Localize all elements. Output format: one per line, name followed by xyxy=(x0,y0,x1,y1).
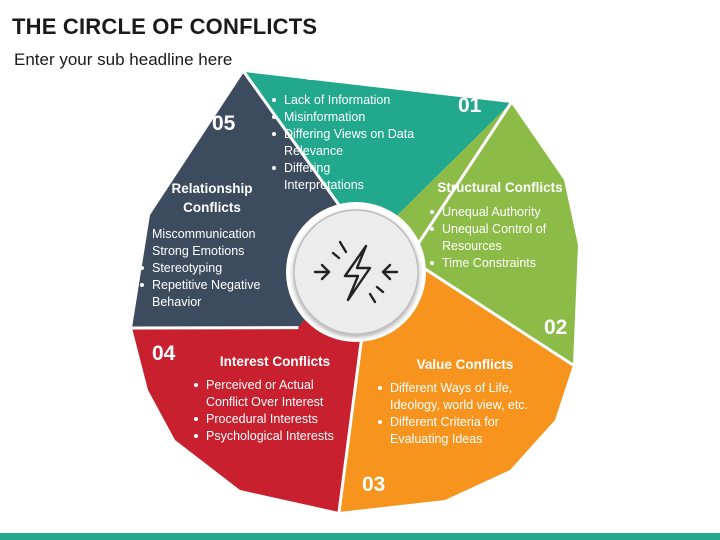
bullet-dot xyxy=(194,383,198,387)
bullet-dot xyxy=(378,386,382,390)
segment-dividers xyxy=(131,71,574,513)
bullet-text: Strong Emotions xyxy=(152,244,244,258)
lightning-conflict-icon xyxy=(313,240,399,304)
bullet-text: Repetitive Negative xyxy=(152,278,260,292)
bullet-dot xyxy=(140,266,144,270)
bullet-dot xyxy=(140,249,144,253)
bullet-dot xyxy=(430,261,434,265)
page-subtitle: Enter your sub headline here xyxy=(14,50,233,69)
bullet-text: Ideology, world view, etc. xyxy=(390,398,528,412)
bullet-dot xyxy=(272,166,276,170)
bullet-text: Psychological Interests xyxy=(206,429,334,443)
segment-number: 03 xyxy=(362,473,385,496)
bullet-text: Conflict Over Interest xyxy=(206,395,324,409)
bullet-dot xyxy=(140,232,144,236)
bullet-dot xyxy=(272,98,276,102)
bullet-text: Procedural Interests xyxy=(206,412,318,426)
bullet-dot xyxy=(272,132,276,136)
segment-number: 02 xyxy=(544,316,567,339)
segment-title: Value Conflicts xyxy=(417,357,514,372)
segment-title: Interest Conflicts xyxy=(220,354,330,369)
bullet-text: Lack of Information xyxy=(284,93,390,107)
bullet-text: Stereotyping xyxy=(152,261,222,275)
bullet-text: Interpretations xyxy=(284,178,364,192)
bullet-text: Unequal Control of xyxy=(442,222,547,236)
segment-label-relationship: 05RelationshipConflictsMiscommunicationS… xyxy=(140,112,260,309)
bullet-text: Misinformation xyxy=(284,110,365,124)
segment-title: Relationship xyxy=(171,181,252,196)
bullet-text: Resources xyxy=(442,239,502,253)
bullet-dot xyxy=(378,420,382,424)
bullet-text: Perceived or Actual xyxy=(206,378,314,392)
bullet-dot xyxy=(194,417,198,421)
bullet-text: Different Criteria for xyxy=(390,415,499,429)
bullet-text: Behavior xyxy=(152,295,201,309)
segment-number: 05 xyxy=(212,112,236,135)
bullet-text: Miscommunication xyxy=(152,227,256,241)
bullet-text: Different Ways of Life, xyxy=(390,381,512,395)
segment-title: Structural Conflicts xyxy=(437,180,562,195)
bottom-accent-bar xyxy=(0,533,720,540)
segment-title: Data Conflicts xyxy=(307,68,398,83)
segment-structural-conflicts xyxy=(340,103,578,365)
bullet-text: Differing Views on Data xyxy=(284,127,414,141)
bullet-dot xyxy=(272,115,276,119)
bullet-dot xyxy=(430,227,434,231)
bullet-text: Relevance xyxy=(284,144,343,158)
page-title: THE CIRCLE OF CONFLICTS xyxy=(12,14,318,39)
segment-title: Conflicts xyxy=(183,200,241,215)
bullet-text: Unequal Authority xyxy=(442,205,541,219)
bullet-text: Time Constraints xyxy=(442,256,536,270)
segment-number: 01 xyxy=(458,94,482,117)
segment-number: 04 xyxy=(152,342,176,365)
center-hub xyxy=(286,202,426,342)
segment-data-conflicts xyxy=(244,72,511,272)
bullet-dot xyxy=(430,210,434,214)
bullet-text: Evaluating Ideas xyxy=(390,432,482,446)
bullet-dot xyxy=(140,283,144,287)
bullet-text: Differing xyxy=(284,161,330,175)
bullet-dot xyxy=(194,434,198,438)
segment-interest-conflicts xyxy=(132,272,362,512)
